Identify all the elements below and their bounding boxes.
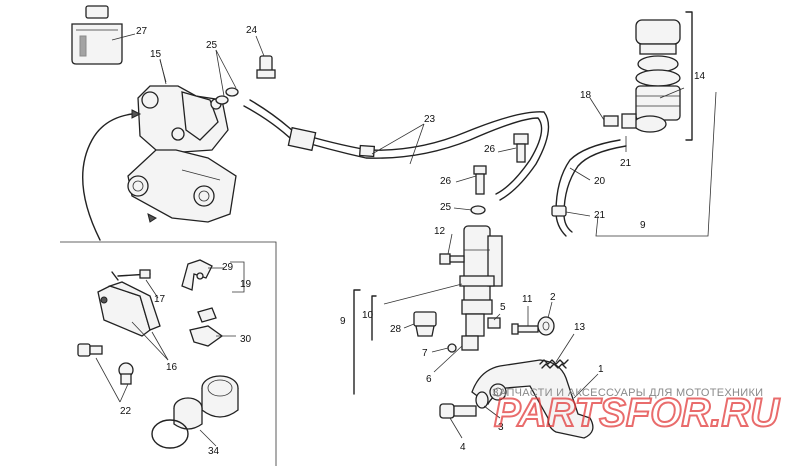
washer-3 (475, 391, 489, 409)
spring-29 (181, 259, 213, 291)
bracket-9-bottom (353, 289, 361, 395)
label-7: 7 (422, 348, 428, 359)
brake-hose (243, 99, 550, 201)
fluid-bottle (71, 5, 136, 65)
leader-arrow-curve (82, 113, 133, 241)
label-26-upper: 26 (484, 144, 496, 155)
watermark-tagline: ЗАПЧАСТИ И АКСЕССУАРЫ ДЛЯ МОТОТЕХНИКИ (492, 387, 763, 399)
brake-pads (97, 281, 161, 337)
part-labels: 27 15 24 25 23 26 26 25 18 14 21 20 21 9… (120, 25, 706, 457)
label-16: 16 (166, 362, 178, 373)
watermark: ЗАПЧАСТИ И АКСЕССУАРЫ ДЛЯ МОТОТЕХНИКИ PA… (492, 387, 781, 436)
label-30: 30 (240, 334, 252, 345)
label-26-lower: 26 (440, 176, 452, 187)
label-12: 12 (434, 226, 446, 237)
pistons-34 (151, 375, 239, 449)
label-11: 11 (522, 294, 533, 305)
label-27: 27 (136, 26, 148, 37)
label-21-top: 21 (620, 158, 632, 169)
banjo-24 (256, 55, 276, 79)
label-22: 22 (120, 406, 132, 417)
pin-17 (111, 269, 151, 281)
kit-frame (60, 241, 277, 466)
label-9-left: 9 (340, 316, 346, 327)
label-29: 29 (222, 262, 234, 273)
label-17: 17 (154, 294, 166, 305)
brake-lever (471, 359, 594, 439)
bracket-9-top (595, 91, 717, 237)
bolt-5 (487, 317, 501, 329)
label-9-right: 9 (640, 220, 646, 231)
bolt-11 (511, 323, 539, 335)
boot-28 (413, 311, 437, 337)
washers-25 (215, 87, 486, 215)
label-25-top: 25 (206, 40, 218, 51)
label-2: 2 (550, 292, 556, 303)
label-1: 1 (598, 364, 604, 375)
watermark-logo: PARTSFOR.RU (494, 391, 780, 435)
bolt-12 (439, 253, 465, 265)
label-3: 3 (498, 422, 504, 433)
label-6: 6 (426, 374, 432, 385)
leader-lines (95, 35, 685, 447)
spacer-2 (537, 316, 555, 336)
clip-30 (189, 307, 224, 347)
label-24: 24 (246, 25, 258, 36)
label-23: 23 (424, 114, 436, 125)
banjo-26 (473, 133, 529, 195)
bolt-22a (77, 343, 103, 357)
label-14: 14 (694, 71, 706, 82)
bracket-14 (685, 11, 693, 141)
label-15: 15 (150, 49, 162, 60)
bolt-22b (118, 362, 134, 385)
pin-7 (447, 343, 457, 353)
label-34: 34 (208, 446, 220, 457)
label-10: 10 (362, 310, 374, 321)
label-25-lower: 25 (440, 202, 452, 213)
label-4: 4 (460, 442, 466, 453)
label-28: 28 (390, 324, 402, 335)
label-5: 5 (500, 302, 506, 313)
master-cylinder (459, 225, 503, 351)
label-20: 20 (594, 176, 606, 187)
label-21-mid: 21 (594, 210, 606, 221)
brake-caliper (127, 59, 237, 223)
label-18: 18 (580, 90, 592, 101)
return-spring (539, 359, 569, 369)
reservoir (603, 19, 681, 133)
bracket-10 (371, 295, 377, 341)
label-13: 13 (574, 322, 586, 333)
pivot-bolt-4 (439, 403, 477, 419)
label-19: 19 (240, 279, 252, 290)
